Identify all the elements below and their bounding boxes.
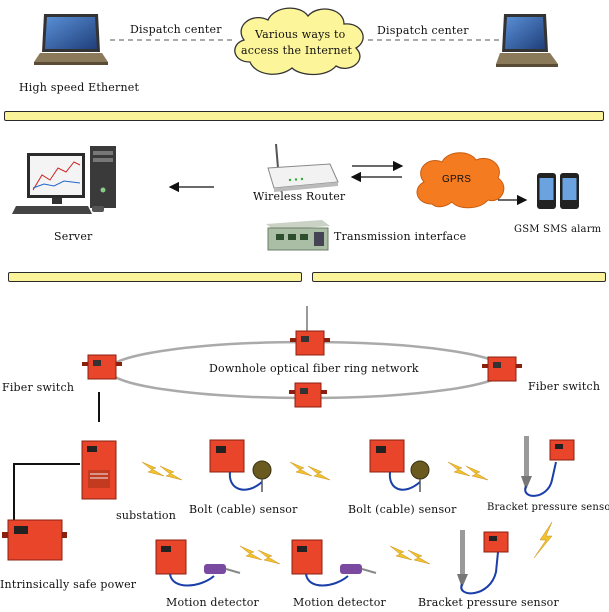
- substation-label: substation: [116, 509, 177, 522]
- fiber-switch-left-label: Fiber switch: [2, 381, 75, 394]
- bolt-sensor-1-label: Bolt (cable) sensor: [189, 503, 298, 516]
- transmission-interface-icon: [266, 220, 330, 251]
- motion-detector-1-icon: [155, 539, 241, 587]
- bolt-sensor-2-icon: [369, 439, 430, 492]
- separator-band-right: [312, 272, 606, 282]
- gsm-label: GSM SMS alarm: [514, 224, 602, 235]
- fiber-switch-right-label: Fiber switch: [528, 380, 601, 393]
- mobile-phones-icon: [537, 173, 579, 209]
- laptop-right-icon: [496, 14, 558, 67]
- ethernet-label: High speed Ethernet: [19, 81, 140, 94]
- motion-detector-1-label: Motion detector: [166, 596, 259, 609]
- server-label: Server: [54, 230, 93, 243]
- bracket-sensor-1-label: Bracket pressure sensor: [487, 502, 609, 513]
- fiber-switch-top-icon: [290, 330, 330, 356]
- bolt-sensor-2-label: Bolt (cable) sensor: [348, 503, 457, 516]
- internet-cloud-line2: access the Internet: [241, 44, 353, 57]
- wireless-signal-icons: [141, 461, 553, 565]
- wireless-router-icon: [267, 143, 339, 192]
- gprs-label: GPRS: [442, 174, 472, 185]
- motion-detector-2-label: Motion detector: [293, 596, 386, 609]
- fiber-switch-right-icon: [482, 356, 522, 382]
- separator-band-top: [4, 111, 604, 121]
- server-computer-icon: [12, 146, 116, 214]
- transmission-label: Transmission interface: [334, 230, 467, 243]
- motion-detector-2-icon: [291, 539, 377, 587]
- ring-network-label: Downhole optical fiber ring network: [209, 362, 419, 375]
- internet-cloud-line1: Various ways to: [255, 28, 346, 41]
- separator-band-left: [8, 272, 302, 282]
- laptop-left-icon: [34, 14, 108, 65]
- router-label: Wireless Router: [253, 190, 346, 203]
- power-supply-label: Intrinsically safe power: [0, 578, 137, 591]
- bolt-sensor-1-icon: [209, 439, 272, 492]
- bracket-sensor-1-icon: [521, 436, 575, 497]
- fiber-switch-bottom-icon: [289, 382, 327, 408]
- dispatch-center-right-label: Dispatch center: [377, 24, 469, 37]
- power-supply-icon: [2, 519, 67, 561]
- dispatch-center-left-label: Dispatch center: [130, 23, 222, 36]
- gprs-cloud-icon: [416, 152, 505, 209]
- bracket-sensor-2-label: Bracket pressure sensor: [418, 596, 559, 609]
- internet-cloud-icon: [234, 7, 364, 76]
- bracket-sensor-2-icon: [457, 530, 509, 595]
- fiber-switch-left-icon: [82, 354, 122, 380]
- substation-icon: [81, 440, 117, 500]
